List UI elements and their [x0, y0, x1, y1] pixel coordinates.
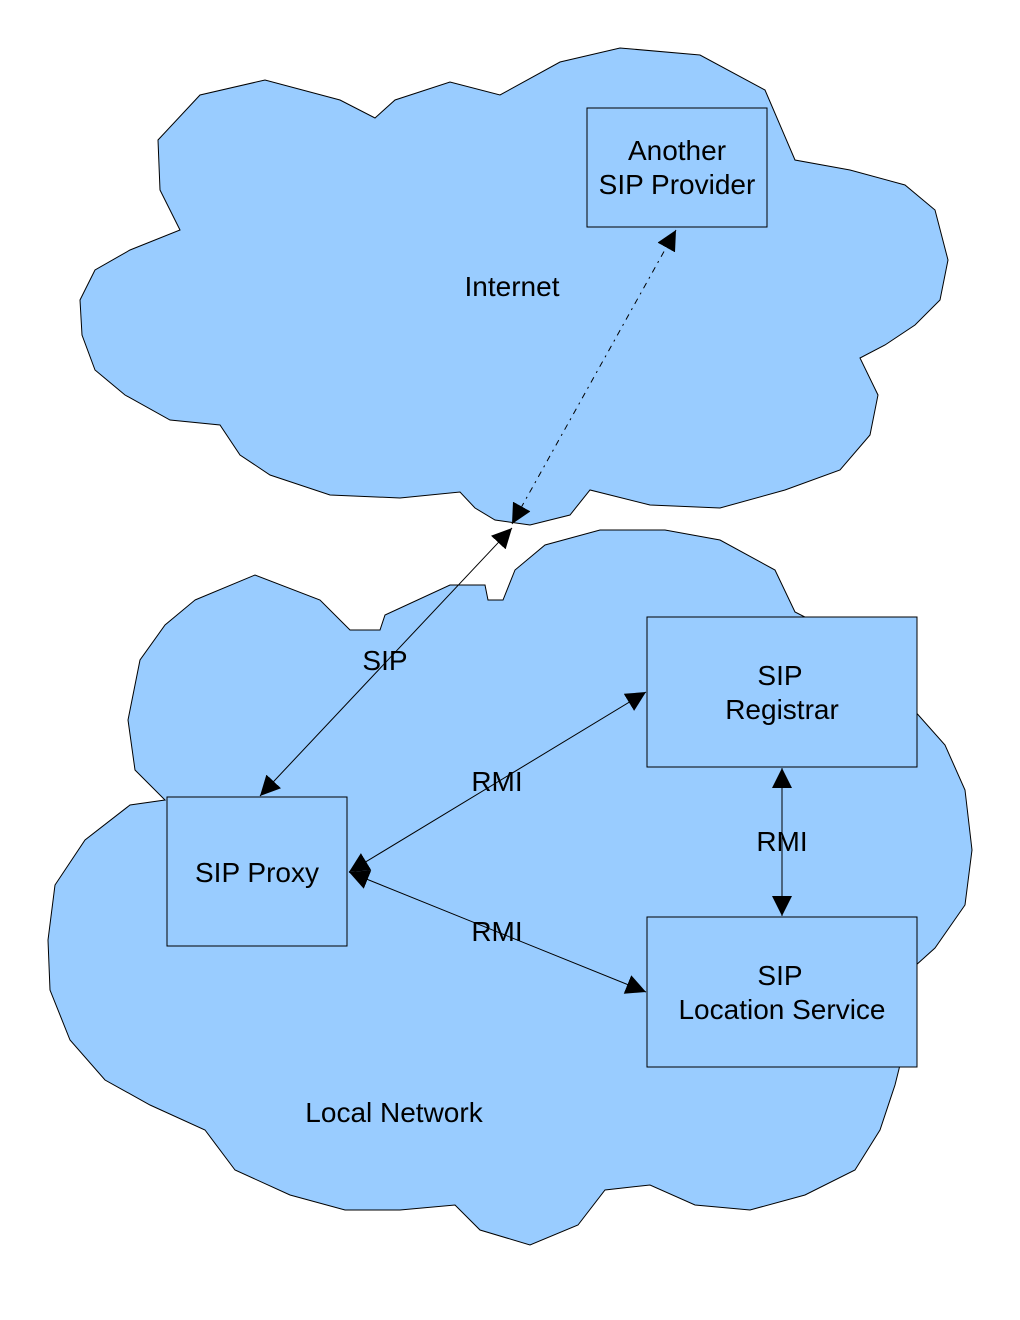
rmi-proxy-registrar-label: RMI	[471, 766, 522, 797]
another-sip-provider-box	[586, 107, 768, 228]
sip-registrar-label-line1: SIP	[757, 660, 802, 691]
rmi-proxy-location-label: RMI	[471, 916, 522, 947]
internet-label: Internet	[465, 271, 560, 302]
sip-registrar-box	[646, 616, 918, 768]
another-provider-label-line2: SIP Provider	[599, 169, 756, 200]
link-internet-provider	[511, 229, 677, 525]
sip-connection-label: SIP	[362, 645, 407, 676]
sip-location-label-line1: SIP	[757, 960, 802, 991]
another-provider-label-line1: Another	[628, 135, 726, 166]
rmi-link-proxy-location	[348, 870, 647, 994]
sip-location-service-box	[646, 916, 918, 1068]
sip-proxy-box	[166, 796, 348, 947]
sip-location-label-line2: Location Service	[678, 994, 885, 1025]
rmi-link-proxy-registrar	[348, 691, 647, 873]
sip-proxy-label: SIP Proxy	[195, 857, 319, 888]
local-network-label: Local Network	[305, 1097, 483, 1128]
sip-link-proxy-internet	[259, 527, 513, 797]
rmi-registrar-location-label: RMI	[756, 826, 807, 857]
sip-registrar-label-line2: Registrar	[725, 694, 839, 725]
